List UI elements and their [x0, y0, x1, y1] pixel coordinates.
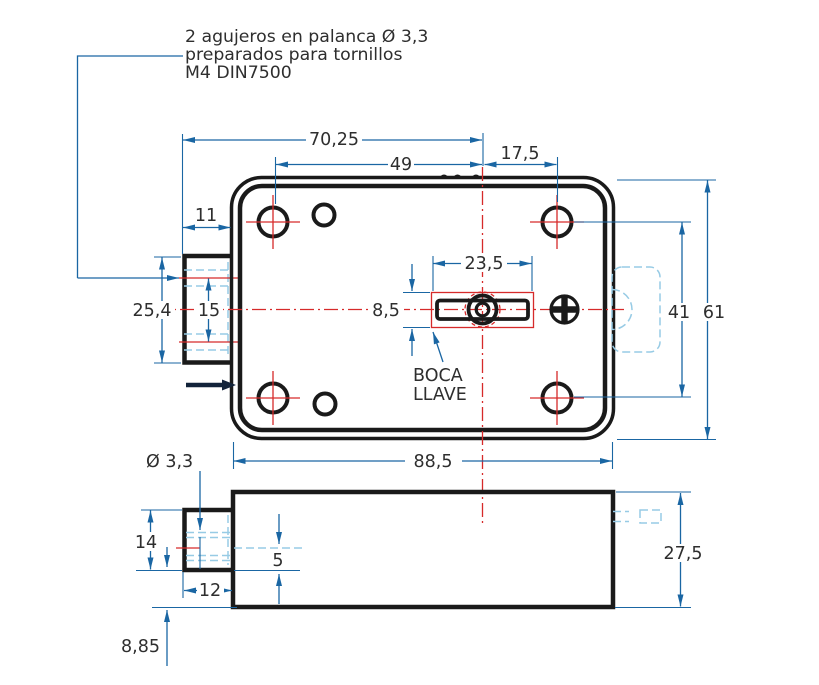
keyway-center-hole [474, 301, 491, 318]
dimensions-side-view: Ø 3,3 14 5 12 27,5 8,85 [121, 452, 708, 666]
dim-label-8-5: 8,5 [372, 301, 400, 321]
side-view [176, 489, 662, 610]
dim-label-23-5: 23,5 [465, 254, 504, 274]
dim-keyway-height: 8,5 [368, 264, 415, 356]
dim-label-14: 14 [135, 533, 157, 553]
dim-label-12: 12 [199, 581, 221, 601]
dim-bolt-width: 25,4 [130, 257, 175, 363]
hole-centerlines [246, 195, 584, 425]
extension-lines-side [136, 491, 691, 609]
dim-label-88-5: 88,5 [414, 452, 453, 472]
dim-lever-holes-spacing: 15 [196, 278, 223, 342]
keyway-slot [435, 298, 530, 321]
dim-label-15: 15 [198, 301, 220, 321]
keyway-red-arc [464, 291, 501, 328]
dim-label-41: 41 [668, 303, 690, 323]
dim-label-25-4: 25,4 [133, 301, 172, 321]
dim-case-depth: 27,5 [658, 493, 708, 607]
dim-keyway-width: 23,5 [433, 254, 532, 274]
dim-label-70-25: 70,25 [309, 130, 359, 150]
body-outer-outline [229, 175, 616, 441]
keyway-red-outline [430, 291, 535, 329]
dim-lever-offset: 8,85 [121, 547, 170, 666]
dim-label-11: 11 [195, 206, 217, 226]
top-edge-bumps [439, 174, 481, 179]
dim-bolt-length: 12 [184, 581, 232, 601]
bolt-side-view [182, 507, 233, 573]
dim-bolt-throw: 11 [183, 206, 231, 231]
note-line2: preparados para tornillos [185, 45, 402, 65]
hole-diameter-label: Ø 3,3 [146, 452, 203, 569]
dim-body-height: 61 [699, 180, 729, 439]
dim-label-49: 49 [390, 155, 412, 175]
bolt-motion-arrow [186, 379, 236, 391]
note-line3: M4 DIN7500 [185, 63, 292, 83]
side-hidden-latch [613, 509, 662, 524]
keyway-label-line1: BOCA [413, 366, 463, 386]
dim-label-8-85: 8,85 [121, 637, 160, 657]
keyway [430, 291, 535, 329]
dim-bolt-center-offset: 5 [269, 514, 288, 604]
dim-holes-span: 49 [276, 155, 482, 175]
dim-face-to-key: 70,25 [183, 130, 482, 150]
bolt-side-hidden [186, 515, 303, 565]
note-line1: 2 agujeros en palanca Ø 3,3 [185, 27, 428, 47]
dim-holes-vertical-span: 41 [664, 222, 694, 397]
phillips-screw [549, 294, 580, 325]
dim-label-61: 61 [703, 303, 725, 323]
dim-label-5: 5 [272, 551, 283, 571]
dim-label-diameter-3-3: Ø 3,3 [146, 452, 193, 472]
dim-bolt-height: 14 [131, 510, 162, 570]
annotation-note: 2 agujeros en palanca Ø 3,3 preparados p… [76, 27, 428, 281]
dimensions-top-view: 70,25 49 17,5 11 25,4 15 [130, 130, 729, 472]
keyway-label: BOCA LLAVE [413, 331, 467, 405]
dim-key-to-right-hole: 17,5 [484, 144, 557, 168]
hidden-latch [611, 266, 661, 353]
dim-body-width: 88,5 [233, 452, 612, 472]
dim-label-17-5: 17,5 [501, 144, 540, 164]
extension-lines-top [154, 133, 716, 469]
keyway-label-line2: LLAVE [413, 385, 467, 405]
body-inner-outline [237, 183, 608, 433]
case-side-view [230, 489, 616, 610]
dim-label-27-5: 27,5 [664, 544, 703, 564]
keyway-boss [466, 293, 499, 326]
